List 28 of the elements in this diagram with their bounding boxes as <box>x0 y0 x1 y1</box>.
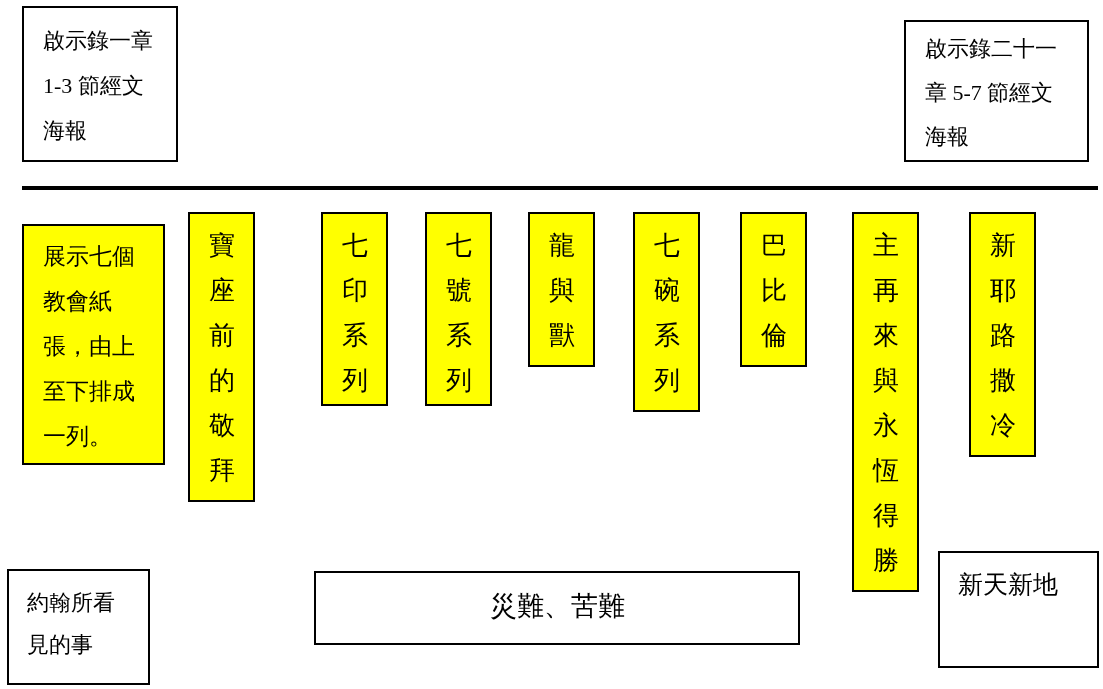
paper-strip <box>528 212 595 367</box>
text-box <box>22 6 178 162</box>
paper-strip <box>188 212 255 502</box>
paper-strip <box>321 212 388 406</box>
strip-label: 七號系列 <box>445 230 472 397</box>
text-box <box>314 571 800 645</box>
strip-label: 龍與獸 <box>548 230 575 352</box>
strip-label: 巴比倫 <box>760 230 787 352</box>
box-label: 新天新地 <box>958 570 1059 600</box>
paper-strip <box>740 212 807 367</box>
paper-strip <box>969 212 1036 457</box>
paper-strip <box>22 224 165 465</box>
strip-label: 主再來與永恆得勝 <box>872 230 899 577</box>
box-label: 啟示錄二十一章 5-7 節經文海報 <box>925 35 1058 151</box>
box-label: 災難、苦難 <box>489 590 625 623</box>
box-label: 啟示錄一章1-3 節經文海報 <box>43 27 154 145</box>
box-label: 約翰所看見的事 <box>27 589 116 659</box>
text-box <box>904 20 1089 162</box>
strip-label: 七印系列 <box>341 230 368 397</box>
strip-label: 展示七個教會紙張，由上至下排成一列。 <box>43 243 136 451</box>
text-box <box>7 569 150 685</box>
strip-label: 寶座前的敬拜 <box>208 230 235 487</box>
paper-strip <box>425 212 492 406</box>
paper-strip <box>852 212 919 592</box>
paper-strip <box>633 212 700 412</box>
strip-label: 新耶路撒冷 <box>989 230 1016 442</box>
text-box <box>938 551 1099 668</box>
strip-label: 七碗系列 <box>653 230 680 397</box>
